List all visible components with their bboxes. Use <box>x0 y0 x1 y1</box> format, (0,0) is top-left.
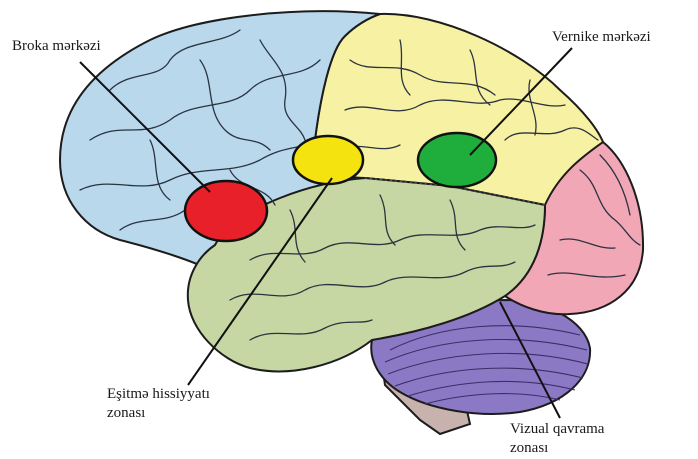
visual-label: Vizual qavrama zonası <box>510 420 604 458</box>
auditory-label-line2: zonası <box>107 404 210 423</box>
broca-label: Broka mərkəzi <box>12 37 101 56</box>
wernicke-label-text: Vernike mərkəzi <box>552 28 651 47</box>
wernicke-label: Vernike mərkəzi <box>552 28 651 47</box>
auditory-label-line1: Eşitmə hissiyyatı <box>107 385 210 404</box>
broca-label-text: Broka mərkəzi <box>12 37 101 56</box>
visual-label-line2: zonası <box>510 439 604 458</box>
broca-area <box>185 181 267 241</box>
auditory-label: Eşitmə hissiyyatı zonası <box>107 385 210 423</box>
auditory-area <box>293 136 363 184</box>
visual-label-line1: Vizual qavrama <box>510 420 604 439</box>
